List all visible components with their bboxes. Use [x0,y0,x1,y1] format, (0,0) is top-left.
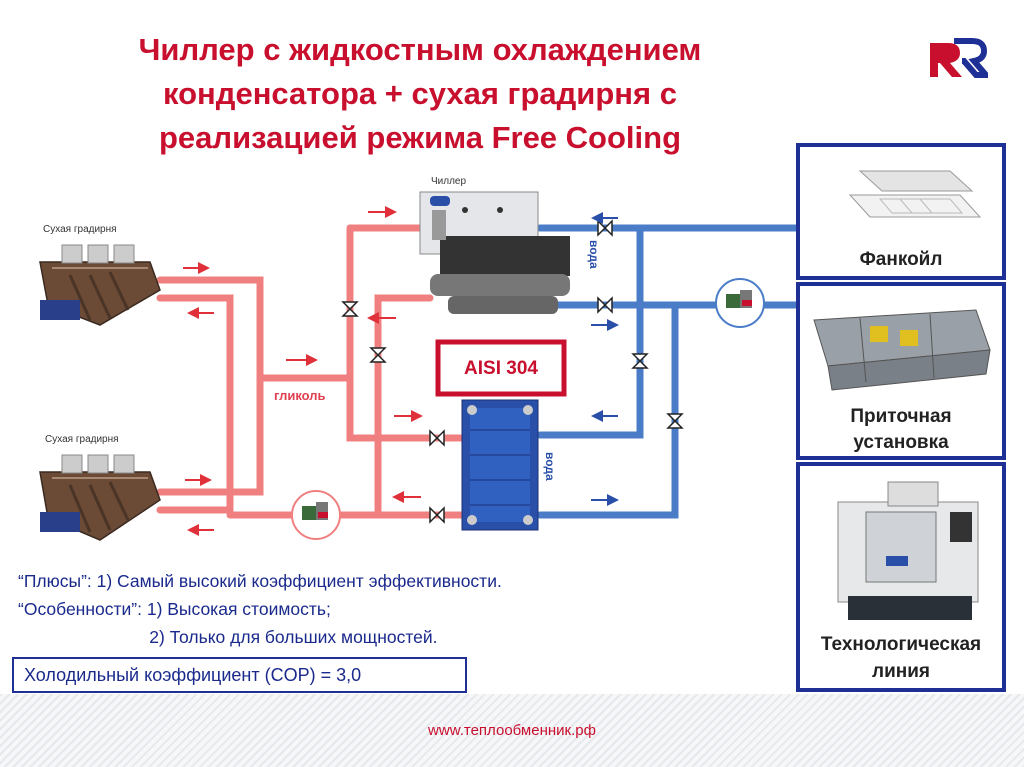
valve-icon [597,219,613,237]
fancoil-panel: Фанкойл [796,143,1006,280]
valve-icon [429,506,445,524]
water-pipes [536,224,800,519]
ahu-label-line-2: установка [853,432,949,453]
glycol-label: гликоль [274,388,326,403]
aisi-label-box [435,339,567,397]
dry-cooler-bottom [39,454,161,541]
page-title: Чиллер с жидкостным охлаждением конденса… [40,28,800,160]
cnc-machine-icon [837,481,979,620]
dry-cooler-top [39,244,161,326]
process-line-panel: Технологическая линия [796,462,1006,692]
valve-icon [631,353,649,369]
title-line-1: Чиллер с жидкостным охлаждением [138,32,702,67]
footer: www.теплообменник.рф [0,694,1024,767]
water-flow-arrows [591,212,619,506]
aisi-label: AISI 304 [464,358,538,379]
ahu-label-line-1: Приточная [850,406,952,427]
valve-icon [429,429,445,447]
note-features-2: 2) Только для больших мощностей. [18,627,438,647]
dry-cooler-top-label: Сухая градирня [43,224,117,235]
cop-box: Холодильный коэффициент (COP) = 3,0 [12,657,467,693]
glycol-flow-arrows [183,206,423,536]
note-pros: “Плюсы”: 1) Самый высокий коэффициент эф… [18,571,502,591]
glycol-pipes [156,224,466,519]
ahu-panel: Приточная установка [796,282,1006,460]
valve-icon [369,347,387,363]
title-line-2: конденсатора + сухая градирня с [163,76,677,111]
dry-cooler-bottom-label: Сухая градирня [45,434,119,445]
fancoil-label: Фанкойл [859,249,943,270]
process-label-line-2: линия [872,661,930,682]
cooling-diagram: AISI 304 Чиллер Сухая градирня Сухая гра… [39,176,800,541]
valve-icon [666,413,684,429]
fancoil-icon [848,170,982,218]
process-label-line-1: Технологическая [820,634,982,655]
chiller-unit [419,191,570,314]
valves [341,219,684,524]
title-line-3: реализацией режима Free Cooling [158,120,682,155]
air-handling-unit-icon [813,309,991,391]
plate-heat-exchanger [461,399,539,531]
valve-icon [341,301,359,317]
footer-url[interactable]: www.теплообменник.рф [428,722,596,739]
note-features-1: “Особенности”: 1) Высокая стоимость; [18,599,331,619]
valve-icon [597,296,613,314]
chiller-label: Чиллер [431,176,466,187]
water-label-bottom: вода [543,452,557,481]
pump-icon [291,490,341,540]
notes-block: “Плюсы”: 1) Самый высокий коэффициент эф… [18,567,502,651]
water-label-top: вода [587,240,601,269]
brand-logo [930,38,988,78]
pump-icon [715,278,765,328]
